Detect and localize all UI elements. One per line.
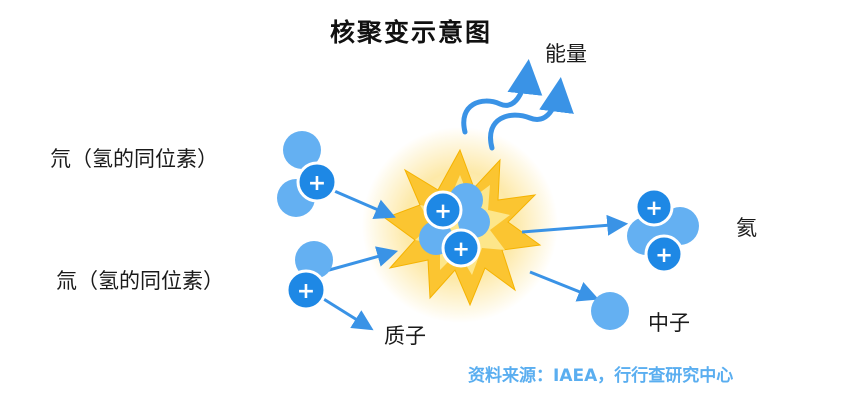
deuterium-arrow xyxy=(331,188,396,219)
proton-plus-sign: + xyxy=(297,279,315,304)
proton-plus-sign: + xyxy=(434,199,452,223)
fusing-nucleus: + + xyxy=(419,183,490,268)
energy-label: 能量 xyxy=(545,42,587,66)
proton xyxy=(644,234,684,274)
proton xyxy=(285,269,327,311)
proton xyxy=(634,187,674,227)
deuterium-label: 氘（氢的同位素） xyxy=(50,147,218,171)
helium-nucleus: + + xyxy=(627,187,699,274)
tritium-label: 氚（氢的同位素） xyxy=(56,269,224,293)
helium-arrow xyxy=(521,214,629,236)
proton-label: 质子 xyxy=(384,324,426,348)
proton-arrow xyxy=(321,296,374,331)
proton-plus-sign: + xyxy=(452,237,470,261)
proton-plus-sign: + xyxy=(655,243,673,267)
neutron-arrow xyxy=(529,270,599,302)
source-note: 资料来源：IAEA，行行查研究中心 xyxy=(468,366,734,386)
neutron-label: 中子 xyxy=(648,311,690,335)
proton xyxy=(441,228,481,268)
proton-plus-sign: + xyxy=(645,196,663,220)
diagram-title: 核聚变示意图 xyxy=(330,18,493,47)
deuterium-nucleus: + xyxy=(277,131,338,217)
free-neutron xyxy=(591,292,629,330)
neutron xyxy=(295,241,333,279)
proton-plus-sign: + xyxy=(308,171,326,196)
tritium-nucleus: + xyxy=(285,241,333,311)
tritium-arrow xyxy=(321,246,399,274)
proton xyxy=(296,161,338,203)
neutron xyxy=(283,131,321,169)
helium-label: 氦 xyxy=(736,216,757,240)
proton xyxy=(423,190,463,230)
energy-arrow-right xyxy=(488,77,574,151)
energy-arrow-left xyxy=(461,59,543,135)
